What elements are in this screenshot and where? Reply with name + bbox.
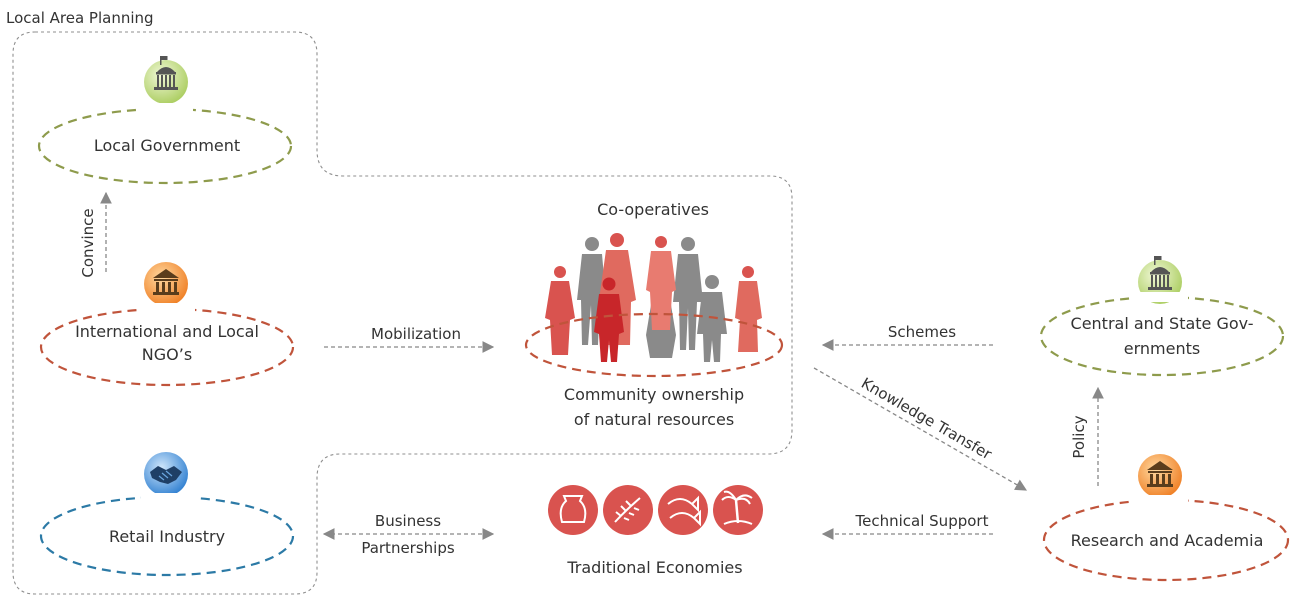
grain-icon <box>603 485 653 535</box>
local-government-label: Local Government <box>94 136 240 155</box>
palm-tree-icon <box>713 485 763 535</box>
business-label-line2: Partnerships <box>361 539 455 557</box>
central-state-label-line1: Central and State Gov- <box>1071 314 1254 333</box>
ngo-node: International and Local NGO’s <box>39 262 295 387</box>
mobilization-label: Mobilization <box>371 325 461 343</box>
local-government-node: Local Government <box>37 56 293 185</box>
knowledge-transfer-label: Knowledge Transfer <box>858 374 995 464</box>
community-caption-line1: Community ownership <box>564 385 744 404</box>
institution-building-icon <box>1138 454 1182 498</box>
ngo-label-line2: NGO’s <box>142 345 192 364</box>
research-label: Research and Academia <box>1071 531 1264 550</box>
region-label: Local Area Planning <box>6 9 154 27</box>
knowledge-transfer-arrow <box>813 367 1028 491</box>
research-node: Research and Academia <box>1042 454 1290 582</box>
business-label-line1: Business <box>375 512 441 530</box>
retail-label: Retail Industry <box>109 527 225 546</box>
traditional-economies-label: Traditional Economies <box>566 558 742 577</box>
cooperatives-ellipse <box>524 312 784 378</box>
community-caption-line2: of natural resources <box>574 410 734 429</box>
policy-label: Policy <box>1070 415 1088 458</box>
fish-icon <box>658 485 708 535</box>
institution-building-icon <box>144 262 188 306</box>
ngo-label-line1: International and Local <box>75 322 259 341</box>
government-building-icon <box>144 56 188 104</box>
central-state-node: Central and State Gov- ernments <box>1039 256 1285 377</box>
retail-node: Retail Industry <box>39 452 295 577</box>
local-area-planning-boundary <box>12 31 793 595</box>
cooperatives-title: Co-operatives <box>597 200 709 219</box>
central-state-label-line2: ernments <box>1124 339 1200 358</box>
handshake-icon <box>144 452 188 496</box>
technical-support-label: Technical Support <box>855 512 989 530</box>
traditional-economies-icons <box>548 485 763 535</box>
pottery-icon <box>548 485 598 535</box>
convince-label: Convince <box>79 208 97 277</box>
schemes-label: Schemes <box>888 323 956 341</box>
people-figures-illustration <box>545 233 762 362</box>
